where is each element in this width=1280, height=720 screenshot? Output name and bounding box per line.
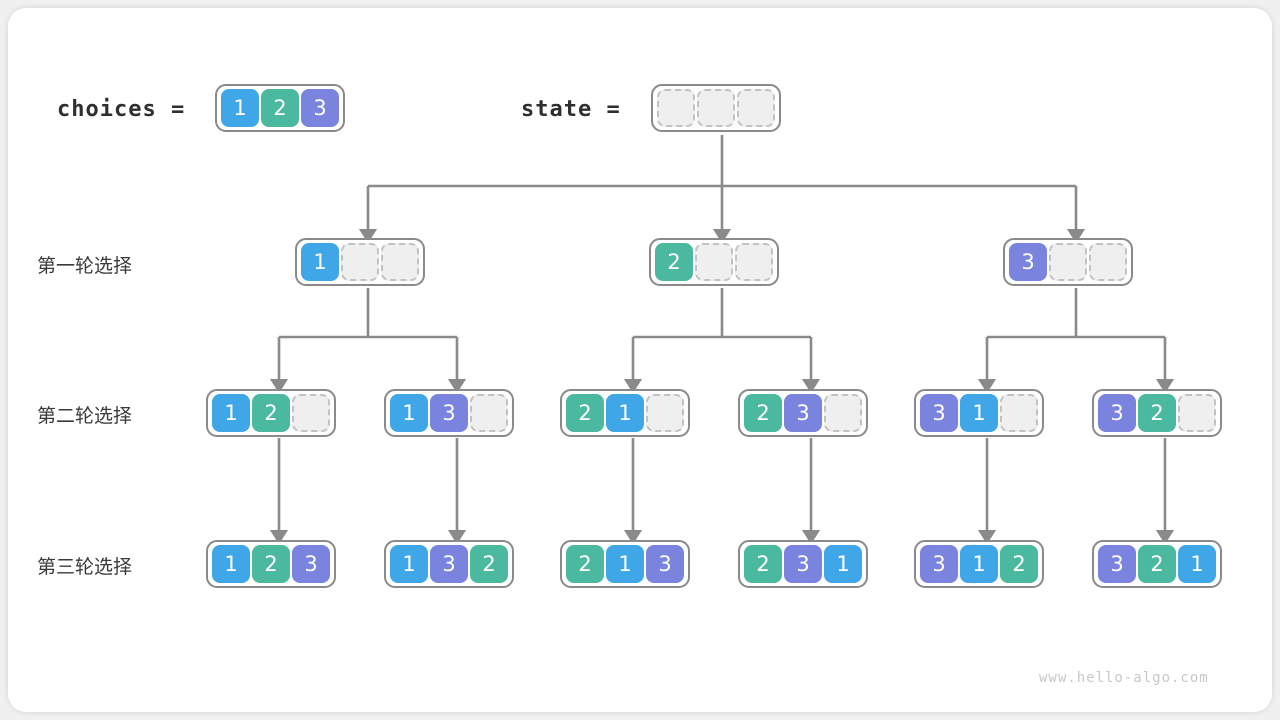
level3-2-cell-2: 2 [470, 545, 508, 583]
row-label-round-3: 第三轮选择 [37, 556, 133, 578]
level2-5-cell-empty [1000, 394, 1038, 432]
level3-6-cell-2: 2 [1138, 545, 1176, 583]
level1-array-2: 2 [649, 238, 779, 286]
level3-4-cell-1: 1 [824, 545, 862, 583]
row-label-round-2: 第二轮选择 [37, 405, 133, 427]
level2-4-cell-2: 2 [744, 394, 782, 432]
state-cell-empty [657, 89, 695, 127]
level1-3-cell-empty [1089, 243, 1127, 281]
level3-6-cell-3: 3 [1098, 545, 1136, 583]
state-label: state = [521, 97, 621, 122]
watermark: www.hello-algo.com [1039, 670, 1209, 686]
state-cell-empty [737, 89, 775, 127]
level3-2-cell-3: 3 [430, 545, 468, 583]
level2-1-cell-empty [292, 394, 330, 432]
level1-1-cell-empty [381, 243, 419, 281]
level3-3-cell-1: 1 [606, 545, 644, 583]
level1-1-cell-empty [341, 243, 379, 281]
level1-array-3: 3 [1003, 238, 1133, 286]
level2-6-cell-3: 3 [1098, 394, 1136, 432]
level2-2-cell-1: 1 [390, 394, 428, 432]
level1-array-1: 1 [295, 238, 425, 286]
level2-2-cell-3: 3 [430, 394, 468, 432]
level2-5-cell-3: 3 [920, 394, 958, 432]
row-label-round-1: 第一轮选择 [37, 255, 133, 277]
level3-5-cell-1: 1 [960, 545, 998, 583]
level3-4-cell-2: 2 [744, 545, 782, 583]
state-array [651, 84, 781, 132]
level2-4-cell-empty [824, 394, 862, 432]
level3-3-cell-3: 3 [646, 545, 684, 583]
level2-3-cell-1: 1 [606, 394, 644, 432]
choices-label: choices = [57, 97, 186, 122]
level3-5-cell-3: 3 [920, 545, 958, 583]
level1-2-cell-empty [735, 243, 773, 281]
level3-1-cell-1: 1 [212, 545, 250, 583]
level1-3-cell-3: 3 [1009, 243, 1047, 281]
level2-6-cell-empty [1178, 394, 1216, 432]
level3-1-cell-2: 2 [252, 545, 290, 583]
diagram-card [8, 8, 1272, 712]
level3-3-cell-2: 2 [566, 545, 604, 583]
level2-6-cell-2: 2 [1138, 394, 1176, 432]
state-cell-empty [697, 89, 735, 127]
level3-5-cell-2: 2 [1000, 545, 1038, 583]
level2-3-cell-2: 2 [566, 394, 604, 432]
level2-4-cell-3: 3 [784, 394, 822, 432]
level1-1-cell-1: 1 [301, 243, 339, 281]
level2-1-cell-1: 1 [212, 394, 250, 432]
choices-cell-1: 1 [221, 89, 259, 127]
level1-2-cell-empty [695, 243, 733, 281]
level3-1-cell-3: 3 [292, 545, 330, 583]
choices-cell-3: 3 [301, 89, 339, 127]
level2-5-cell-1: 1 [960, 394, 998, 432]
level1-2-cell-2: 2 [655, 243, 693, 281]
choices-cell-2: 2 [261, 89, 299, 127]
level3-6-cell-1: 1 [1178, 545, 1216, 583]
level2-3-cell-empty [646, 394, 684, 432]
level2-2-cell-empty [470, 394, 508, 432]
level1-3-cell-empty [1049, 243, 1087, 281]
level3-2-cell-1: 1 [390, 545, 428, 583]
level2-1-cell-2: 2 [252, 394, 290, 432]
level3-4-cell-3: 3 [784, 545, 822, 583]
